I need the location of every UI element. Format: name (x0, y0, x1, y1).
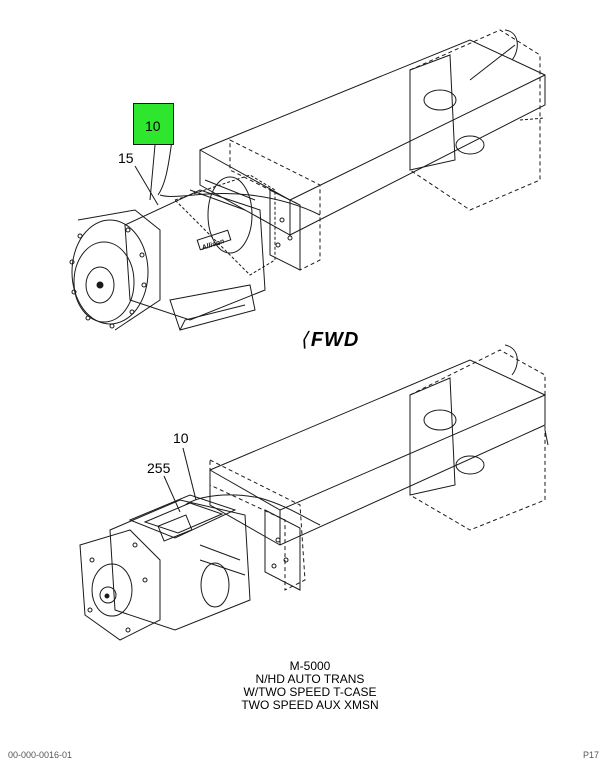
lower-transmission (79, 494, 321, 641)
caption-line-trans: N/HD AUTO TRANS (255, 672, 365, 686)
callout-15[interactable]: 15 (118, 150, 134, 166)
lower-frame-rails (209, 344, 549, 591)
callout-10-lower[interactable]: 10 (173, 430, 189, 446)
callout-10-upper[interactable]: 10 (145, 118, 161, 134)
caption-line-model: M-5000 (289, 659, 331, 673)
leader-line-10-upper (149, 144, 156, 201)
forward-arrow-icon: ⟨ (300, 329, 309, 351)
upper-transmission (69, 139, 321, 331)
callout-255[interactable]: 255 (147, 460, 171, 476)
footer-reference-number: 00-000-0016-01 (8, 750, 73, 760)
upper-frame-rails (199, 29, 546, 271)
leader-line-10-lower (182, 447, 197, 501)
diagram-caption: M-5000 N/HD AUTO TRANS W/TWO SPEED T-CAS… (200, 660, 420, 712)
caption-line-tcase: W/TWO SPEED T-CASE (243, 685, 377, 699)
leader-line-15 (134, 165, 159, 206)
fwd-label: FWD (310, 329, 360, 351)
caption-line-aux: TWO SPEED AUX XMSN (241, 698, 379, 712)
footer-page-code: P17 (583, 750, 600, 760)
forward-direction-indicator: ⟨FWD (300, 327, 359, 352)
callout-highlight-box (133, 103, 174, 145)
leader-line-255 (163, 475, 181, 513)
